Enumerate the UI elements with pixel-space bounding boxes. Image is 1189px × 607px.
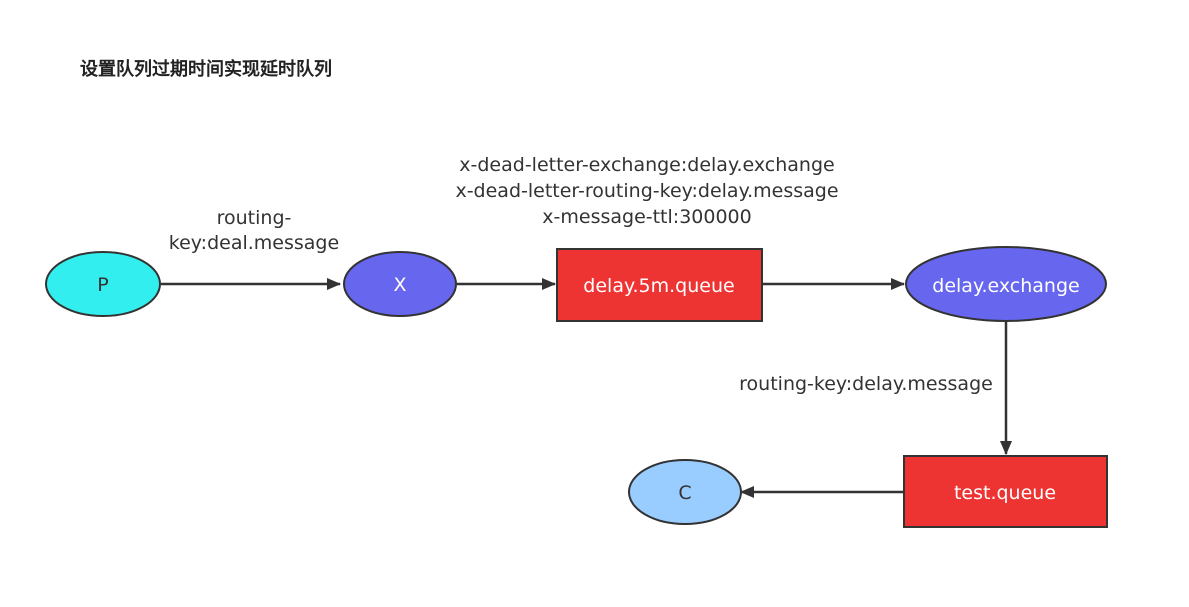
node-test-queue-shape: [903, 455, 1108, 528]
queue-arg-dead-letter-exchange: x-dead-letter-exchange:delay.exchange: [459, 154, 834, 176]
node-c[interactable]: C: [628, 459, 742, 525]
edge-label-exchange-to-test-queue: routing-key:delay.message: [739, 373, 993, 395]
node-x-label: X: [393, 274, 406, 296]
node-c-shape: [628, 459, 742, 525]
node-delay-exchange[interactable]: delay.exchange: [905, 246, 1107, 322]
node-delay-exchange-label: delay.exchange: [932, 275, 1079, 297]
edge-label-p-to-x-line1: routing-: [217, 207, 292, 229]
node-p[interactable]: P: [45, 251, 161, 317]
node-delay-queue-label: delay.5m.queue: [583, 275, 734, 297]
node-p-label: P: [97, 274, 108, 296]
node-delay-exchange-shape: [905, 246, 1107, 322]
node-delay-queue-shape: [556, 248, 763, 322]
node-x-shape: [343, 251, 457, 317]
node-delay-queue[interactable]: delay.5m.queue: [556, 248, 763, 322]
queue-arg-message-ttl: x-message-ttl:300000: [542, 206, 751, 228]
node-test-queue-label: test.queue: [954, 482, 1056, 504]
node-p-shape: [45, 251, 161, 317]
node-c-label: C: [678, 482, 691, 504]
node-x[interactable]: X: [343, 251, 457, 317]
edge-label-p-to-x-line2: key:deal.message: [169, 232, 339, 254]
diagram-title: 设置队列过期时间实现延时队列: [80, 58, 332, 80]
node-test-queue[interactable]: test.queue: [903, 455, 1108, 528]
queue-arg-dead-letter-routing-key: x-dead-letter-routing-key:delay.message: [455, 180, 838, 202]
